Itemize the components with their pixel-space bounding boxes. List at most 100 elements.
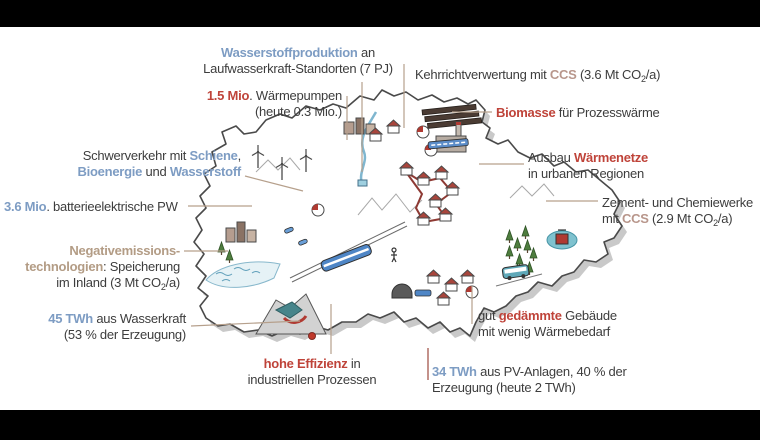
- highlight-text: hohe Effizienz: [263, 356, 348, 371]
- leader-transport: [244, 175, 304, 192]
- label-line: 1.5 Mio. Wärmepumpen: [207, 88, 342, 104]
- label-line: Schwerverkehr mit Schiene,: [77, 148, 242, 164]
- plain-text: (3.6 Mt CO: [576, 67, 642, 82]
- label-hydrogen-production: Wasserstoffproduktion an Laufwasserkraft…: [190, 45, 406, 77]
- electric-bus-icon: [501, 264, 530, 281]
- highlight-text: 45 TWh: [48, 311, 93, 326]
- highlight-text: 3.6 Mio: [4, 199, 47, 214]
- highlight-text: CCS: [621, 211, 649, 226]
- mountain-dam-icon: [255, 293, 327, 340]
- plain-text: aus Wasserkraft: [92, 311, 186, 326]
- plain-text: industriellen Prozessen: [247, 372, 377, 387]
- plain-text: mit wenig Wärmebedarf: [478, 324, 611, 339]
- plain-text: /a): [717, 211, 733, 226]
- highlight-text: Biomasse: [496, 105, 556, 120]
- hiker-icon: [391, 247, 397, 263]
- label-line: mit CCS (2.9 Mt CO2/a): [602, 211, 753, 231]
- road-line: [495, 273, 543, 287]
- plain-text: (2.9 Mt CO: [648, 211, 714, 226]
- plain-text: ,: [237, 148, 242, 163]
- solar-panel-field-icon: [421, 103, 483, 129]
- plain-text: Erzeugung (heute 2 TWh): [432, 380, 576, 395]
- plain-text: Kehrrichtverwertung mit: [415, 67, 550, 82]
- subscript-text: 2: [713, 218, 718, 228]
- plain-text: . batterieelektrische PW: [46, 199, 178, 214]
- label-line: Wasserstoffproduktion an: [190, 45, 406, 61]
- label-heavy-transport: Schwerverkehr mit Schiene, Bioenergie un…: [77, 148, 241, 180]
- rail-tunnel-icon: [391, 283, 432, 299]
- label-line: Biomasse für Prozesswärme: [496, 105, 660, 121]
- plain-text: für Prozesswärme: [555, 105, 660, 120]
- label-pv: 34 TWh aus PV-Anlagen, 40 % der Erzeugun…: [432, 364, 627, 396]
- city-buildings-icon: [225, 221, 257, 243]
- plain-text: Laufwasserkraft-Standorten (7 PJ): [203, 61, 393, 76]
- plain-text: gut: [478, 308, 499, 323]
- plain-text: /a): [165, 275, 181, 290]
- subscript-text: 2: [160, 282, 166, 292]
- letterbox-top: [0, 0, 760, 27]
- plain-text: Ausbau: [528, 150, 574, 165]
- highlight-text: Bioenergie: [77, 164, 143, 179]
- label-negative-emissions: Negativemissions- technologien: Speicher…: [25, 243, 180, 295]
- plain-text: : Speicherung: [103, 259, 180, 274]
- label-biomass: Biomasse für Prozesswärme: [496, 105, 660, 121]
- plain-text: Zement- und Chemiewerke: [602, 195, 754, 210]
- label-line: Kehrrichtverwertung mit CCS (3.6 Mt CO2/…: [415, 67, 660, 87]
- label-line: im Inland (3 Mt CO2/a): [25, 275, 180, 295]
- letterbox-bottom: [0, 410, 760, 440]
- plain-text: mit: [602, 211, 622, 226]
- label-industrial-efficiency: hohe Effizienz in industriellen Prozesse…: [222, 356, 402, 388]
- plain-text: . Wärmepumpen: [249, 88, 342, 103]
- label-waste-incineration: Kehrrichtverwertung mit CCS (3.6 Mt CO2/…: [415, 67, 660, 87]
- label-line: industriellen Prozessen: [222, 372, 402, 388]
- freight-train-icon: [427, 138, 469, 150]
- label-heat-networks: Ausbau Wärmenetze in urbanen Regionen: [528, 150, 648, 182]
- plain-text: (heute 0.3 Mio.): [254, 104, 342, 119]
- label-insulated-buildings: gut gedämmte Gebäude mit wenig Wärmebeda…: [478, 308, 617, 340]
- highlight-text: Wärmenetze: [573, 150, 649, 165]
- highlight-text: Schiene: [189, 148, 238, 163]
- highlight-text: Wasserstoffproduktion: [221, 45, 358, 60]
- plain-text: an: [357, 45, 375, 60]
- label-line: 3.6 Mio. batterieelektrische PW: [4, 199, 178, 215]
- electric-car-icon: [284, 226, 294, 234]
- highlight-text: 34 TWh: [432, 364, 477, 379]
- label-hydropower: 45 TWh aus Wasserkraft (53 % der Erzeugu…: [48, 311, 186, 343]
- plain-text: /a): [645, 67, 661, 82]
- plain-text: in: [347, 356, 361, 371]
- highlight-text: Negativemissions-: [69, 243, 180, 258]
- label-line: Bioenergie und Wasserstoff: [77, 164, 241, 180]
- leader-hydro: [190, 320, 301, 327]
- label-line: Negativemissions-: [25, 243, 180, 259]
- label-line: technologien: Speicherung: [25, 259, 180, 275]
- district-heating-network-icon: [405, 171, 454, 224]
- label-battery-cars: 3.6 Mio. batterieelektrische PW: [4, 199, 178, 215]
- highlight-text: gedämmte: [498, 308, 562, 323]
- plain-text: im Inland (3 Mt CO: [56, 275, 161, 290]
- label-line: Ausbau Wärmenetze: [528, 150, 648, 166]
- label-cement-chemical: Zement- und Chemiewerke mit CCS (2.9 Mt …: [602, 195, 753, 231]
- plain-text: aus PV-Anlagen, 40 % der: [476, 364, 627, 379]
- label-line: (heute 0.3 Mio.): [207, 104, 342, 120]
- label-line: (53 % der Erzeugung): [48, 327, 186, 343]
- alpine-lake-power-site-icon: [546, 229, 578, 250]
- label-line: 45 TWh aus Wasserkraft: [48, 311, 186, 327]
- mountain-ridges-icon: [255, 157, 555, 216]
- label-line: Zement- und Chemiewerke: [602, 195, 753, 211]
- highlight-text: Wasserstoff: [169, 164, 241, 179]
- label-line: Laufwasserkraft-Standorten (7 PJ): [190, 61, 406, 77]
- plain-text: in urbanen Regionen: [528, 166, 644, 181]
- plain-text: (53 % der Erzeugung): [63, 327, 186, 342]
- electric-car-icon: [298, 238, 308, 246]
- highlight-text: technologien: [25, 259, 104, 274]
- label-heat-pumps: 1.5 Mio. Wärmepumpen (heute 0.3 Mio.): [207, 88, 342, 120]
- plain-text: und: [142, 164, 170, 179]
- subscript-text: 2: [641, 74, 646, 84]
- label-line: 34 TWh aus PV-Anlagen, 40 % der: [432, 364, 627, 380]
- highlight-text: 1.5 Mio: [206, 88, 250, 103]
- label-line: gut gedämmte Gebäude: [478, 308, 617, 324]
- lake-geneva-icon: [205, 261, 281, 288]
- label-line: Erzeugung (heute 2 TWh): [432, 380, 627, 396]
